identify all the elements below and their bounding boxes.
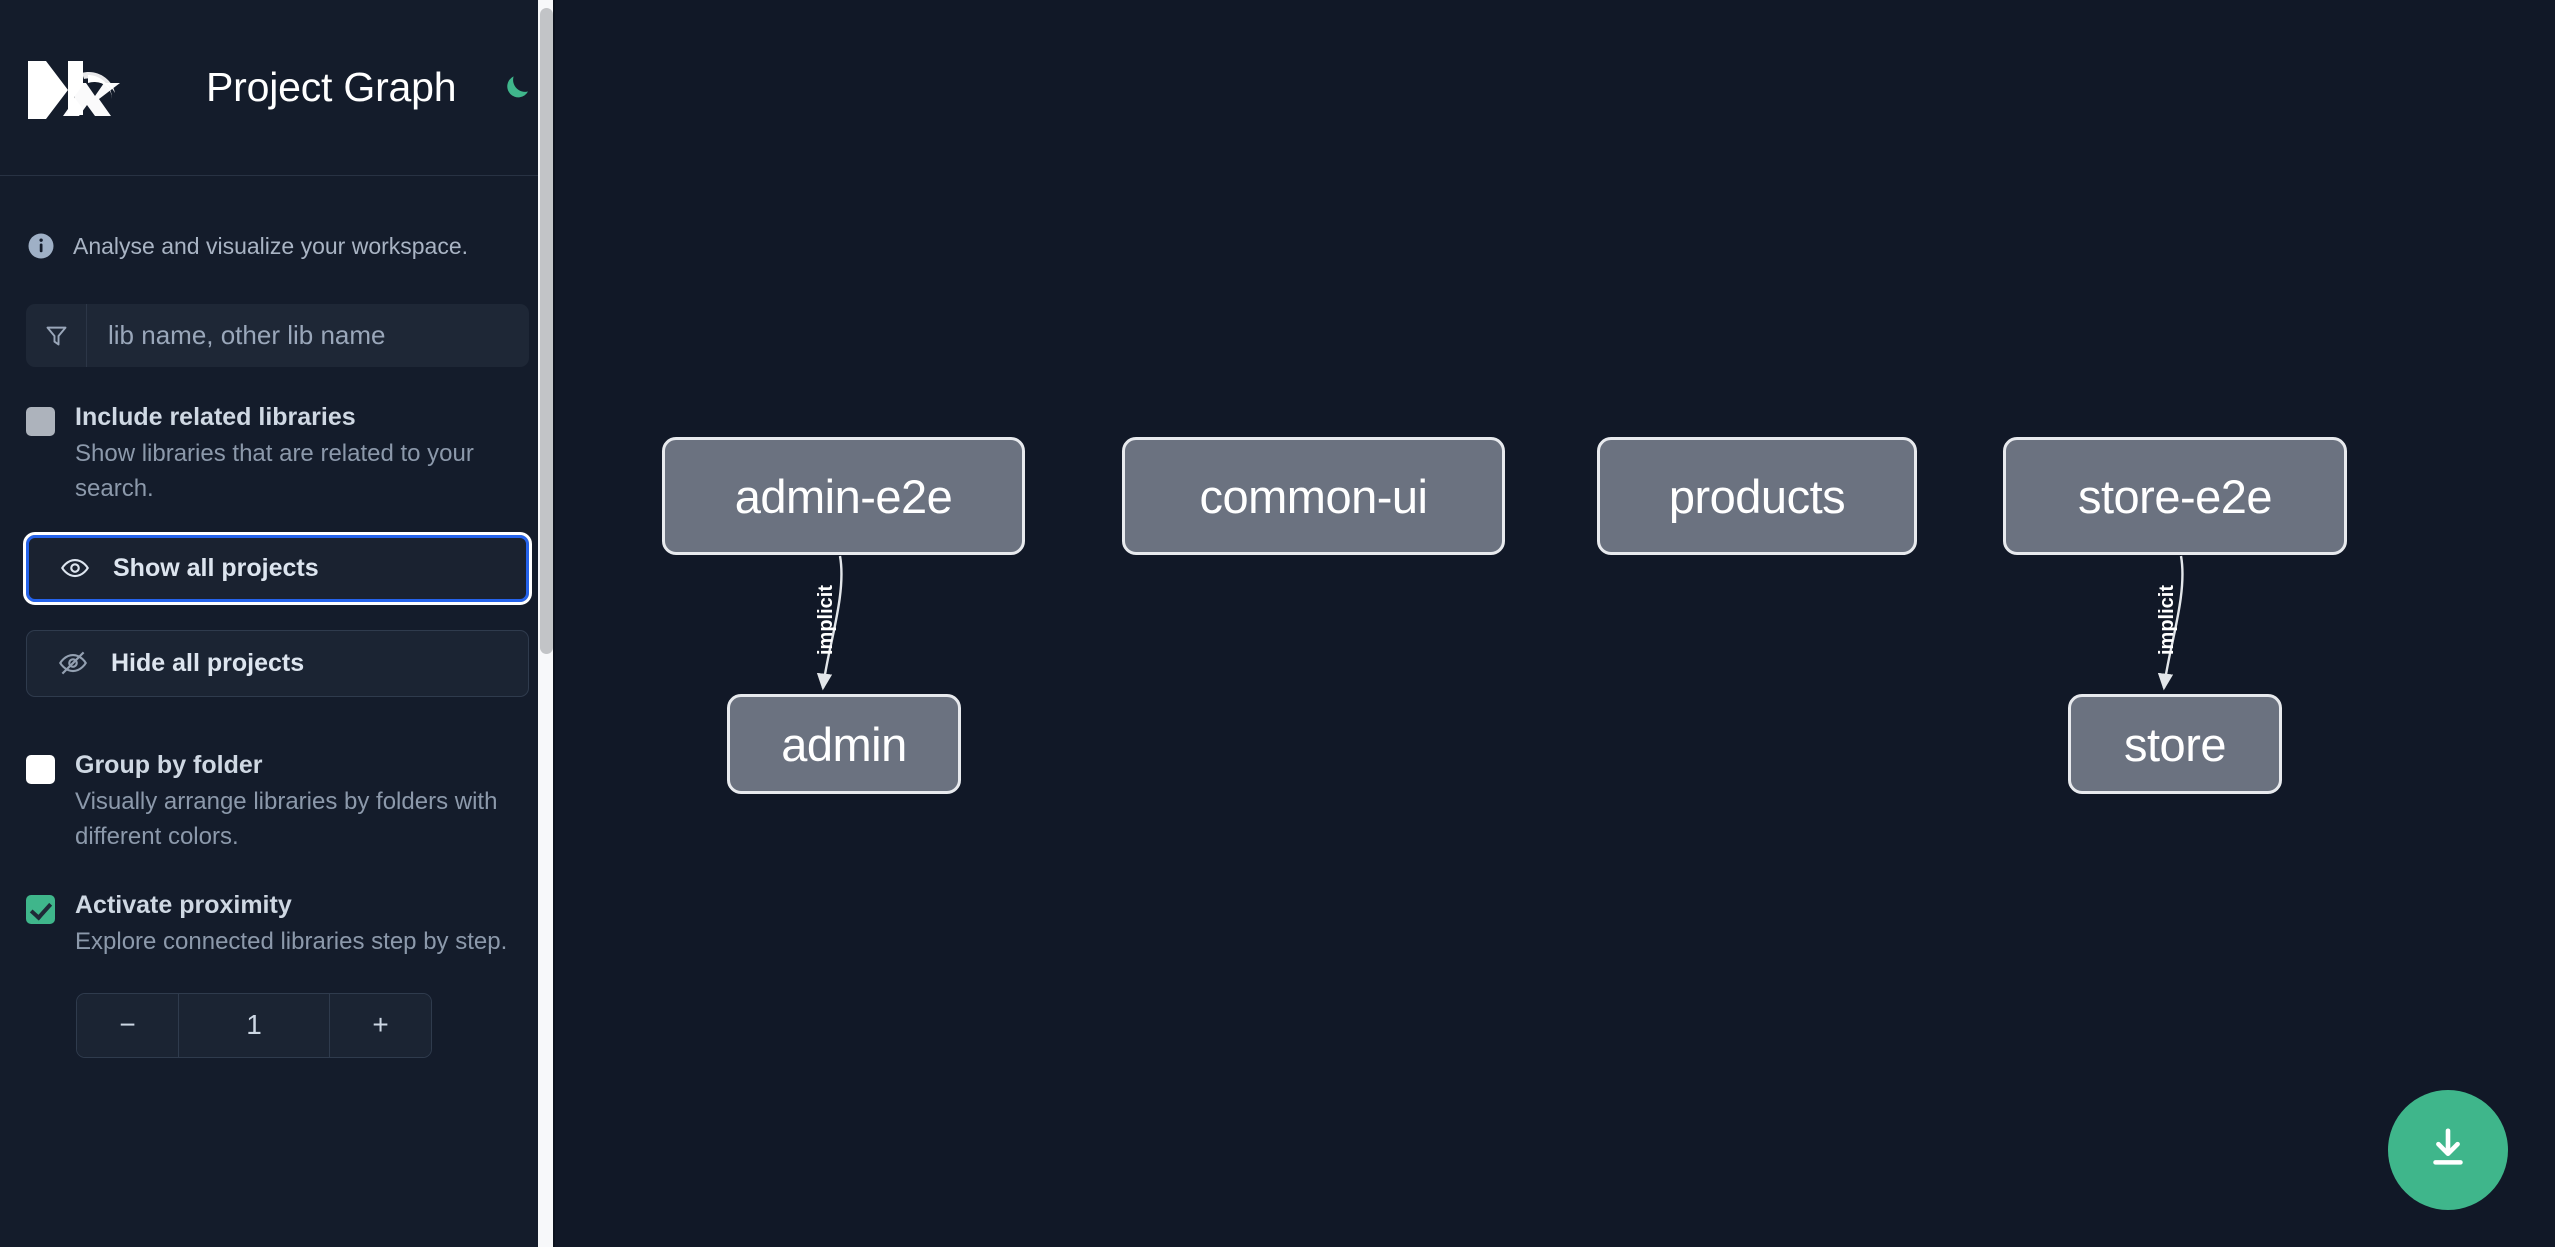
proximity-decrement-button[interactable]: − <box>77 993 178 1057</box>
edge-admin-e2e-to-admin[interactable] <box>816 555 843 691</box>
graph-node-admin-e2e[interactable]: admin-e2e <box>662 437 1025 555</box>
show-all-projects-label: Show all projects <box>113 553 319 582</box>
download-image-button[interactable] <box>2388 1090 2508 1210</box>
edge-label-store-implicit: implicit <box>2156 585 2178 655</box>
option-include-related-libraries[interactable]: Include related libraries Show libraries… <box>26 402 529 507</box>
page-title: Project Graph <box>206 64 457 110</box>
activate-proximity-description: Explore connected libraries step by step… <box>75 927 508 955</box>
group-by-folder-checkbox[interactable] <box>26 754 55 784</box>
graph-node-admin[interactable]: admin <box>727 694 961 794</box>
graph-node-products[interactable]: products <box>1597 437 1917 555</box>
eye-icon <box>57 550 93 586</box>
activate-proximity-checkbox[interactable] <box>26 894 55 924</box>
sidebar-edge-divider <box>553 0 555 1247</box>
proximity-stepper: − 1 + <box>76 992 432 1058</box>
graph-node-common-ui[interactable]: common-ui <box>1122 437 1505 555</box>
sidebar: Project Graph Analyse and visualize your… <box>0 0 555 1247</box>
moon-icon[interactable] <box>494 64 542 112</box>
activate-proximity-label: Activate proximity <box>75 890 292 919</box>
graph-canvas[interactable]: implicit implicit admin-e2e common-ui prod… <box>555 0 2555 1247</box>
show-all-projects-button[interactable]: Show all projects <box>23 531 532 605</box>
sidebar-body: Analyse and visualize your workspace. In… <box>0 176 555 1058</box>
hide-all-projects-label: Hide all projects <box>111 648 305 677</box>
nx-logo-icon <box>26 57 124 119</box>
sidebar-scrollbar-thumb[interactable] <box>540 8 553 654</box>
sidebar-header: Project Graph <box>0 0 555 176</box>
sidebar-scrollbar[interactable] <box>538 0 555 1247</box>
include-related-libraries-label: Include related libraries <box>75 403 356 431</box>
option-activate-proximity[interactable]: Activate proximity Explore connected lib… <box>26 890 529 960</box>
graph-edges: implicit implicit <box>815 555 2184 691</box>
download-icon <box>2425 1125 2471 1176</box>
search-field-wrapper[interactable] <box>26 304 529 367</box>
include-related-libraries-checkbox[interactable] <box>26 407 55 436</box>
group-by-folder-description: Visually arrange libraries by folders wi… <box>75 788 498 850</box>
edge-label-admin-implicit: implicit <box>815 585 837 655</box>
proximity-increment-button[interactable]: + <box>330 993 431 1057</box>
group-by-folder-label: Group by folder <box>75 750 263 779</box>
graph-node-store-e2e[interactable]: store-e2e <box>2003 437 2347 555</box>
info-icon <box>26 231 56 261</box>
filter-funnel-icon <box>26 304 87 367</box>
tagline-text: Analyse and visualize your workspace. <box>73 232 469 259</box>
include-related-libraries-description: Show libraries that are related to your … <box>75 440 474 503</box>
proximity-value: 1 <box>178 993 330 1057</box>
edge-store-e2e-to-store[interactable] <box>2157 555 2184 691</box>
search-input[interactable] <box>87 304 529 367</box>
graph-node-store[interactable]: store <box>2068 694 2282 794</box>
eye-off-icon <box>55 645 91 681</box>
hide-all-projects-button[interactable]: Hide all projects <box>26 629 529 697</box>
tagline: Analyse and visualize your workspace. <box>26 176 529 276</box>
option-group-by-folder[interactable]: Group by folder Visually arrange librari… <box>26 750 529 855</box>
